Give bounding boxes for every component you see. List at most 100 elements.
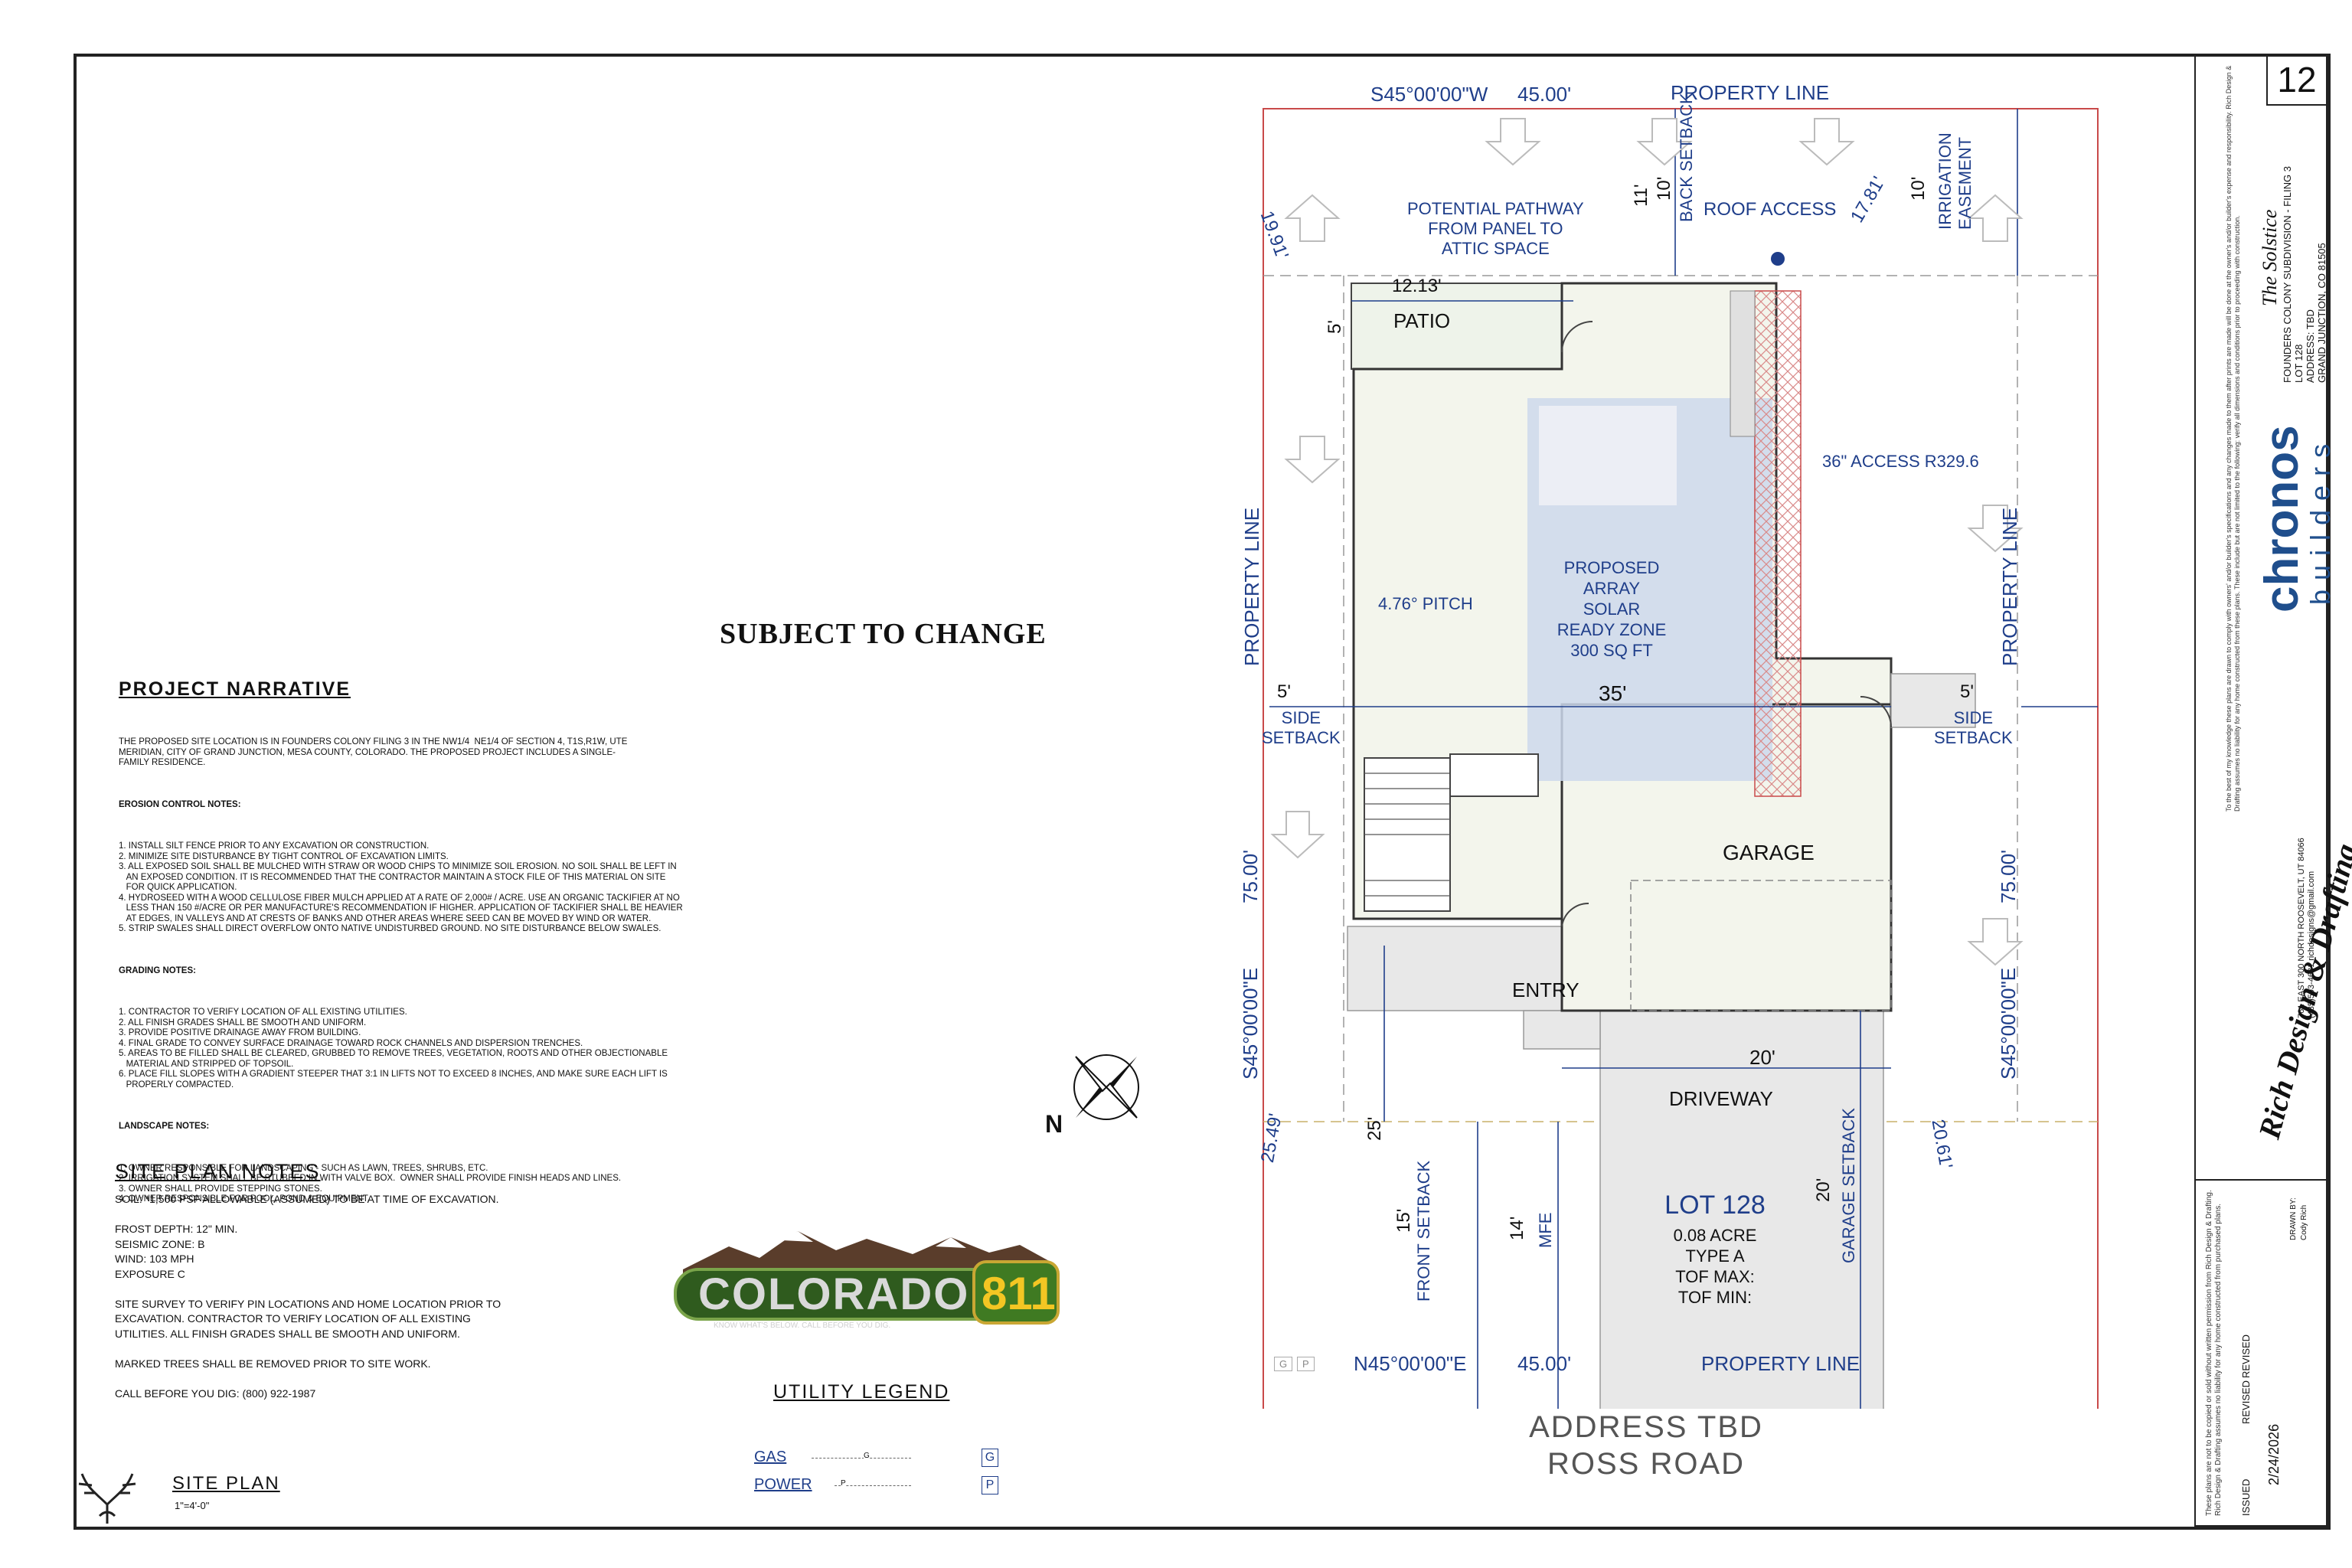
left-length: 75.00' bbox=[1239, 849, 1262, 903]
colorado-811-word: COLORADO bbox=[698, 1269, 969, 1319]
left-property-line: PROPERTY LINE bbox=[1240, 507, 1263, 666]
bottom-property-line: PROPERTY LINE bbox=[1701, 1352, 1860, 1375]
drawn-by-name: Cody Rich bbox=[2300, 1204, 2308, 1240]
site-plan-notes-body: SOIL: *1,500 PSF ALLOWABLE (ASSUMED) TO … bbox=[115, 1193, 501, 1400]
drainage-arrows bbox=[1270, 118, 2024, 966]
utility-legend-title: UTILITY LEGEND bbox=[773, 1381, 950, 1403]
grading-notes: 1. CONTRACTOR TO VERIFY LOCATION OF ALL … bbox=[119, 1008, 668, 1089]
roof-access-marker bbox=[1771, 252, 1785, 266]
lot-detail-1: 0.08 ACRE bbox=[1673, 1226, 1757, 1245]
bottom-length: 45.00' bbox=[1517, 1352, 1572, 1375]
utility-power-label: POWER bbox=[754, 1476, 812, 1493]
entry-label: ENTRY bbox=[1512, 978, 1579, 1001]
attic-access-strip bbox=[1730, 290, 1756, 437]
solar-zone-label: PROPOSED ARRAY SOLAR READY ZONE 300 SQ F… bbox=[1554, 557, 1669, 661]
patio-label: PATIO bbox=[1393, 309, 1451, 332]
revision-grid bbox=[2194, 1179, 2328, 1527]
site-plan-scale: 1"=4'-0" bbox=[175, 1500, 210, 1511]
solar-line-3: SOLAR bbox=[1583, 599, 1641, 619]
dim-11: 11' bbox=[1631, 184, 1651, 207]
roof-pitch-label: 4.76° PITCH bbox=[1378, 594, 1473, 613]
lot-details: 0.08 ACRE TYPE A TOF MAX: TOF MIN: bbox=[1638, 1225, 1792, 1308]
project-narrative-title: PROJECT NARRATIVE bbox=[119, 678, 351, 700]
solar-line-1: PROPOSED bbox=[1563, 558, 1660, 577]
power-symbol-box: P bbox=[982, 1476, 998, 1494]
door-swings bbox=[1561, 321, 1892, 927]
dim-side-left: 5' bbox=[1277, 681, 1291, 702]
top-property-line: PROPERTY LINE bbox=[1671, 81, 1830, 104]
dim-35: 35' bbox=[1599, 681, 1627, 705]
site-plan-drawing bbox=[1263, 108, 2099, 1409]
project-info: FOUNDERS COLONY SUBDIVISION - FILING 3 L… bbox=[2282, 166, 2328, 383]
closet bbox=[1449, 753, 1539, 797]
designer-info: 761 EAST 300 NORTH ROOSEVELT, UT 84066 (… bbox=[2297, 838, 2317, 1018]
roof-access-label: ROOF ACCESS bbox=[1704, 199, 1837, 220]
revised-label-2: REVISED bbox=[2240, 1380, 2252, 1424]
lot-detail-2: TYPE A bbox=[1685, 1246, 1745, 1266]
north-arrow-icon bbox=[1064, 1045, 1148, 1129]
side-setback-left-2: SETBACK bbox=[1262, 728, 1341, 747]
patio-width-dim: 12.13' bbox=[1392, 276, 1442, 296]
designer-line-1: 761 EAST 300 NORTH ROOSEVELT, UT 84066 bbox=[2297, 838, 2306, 1018]
garage-setback-label: GARAGE SETBACK bbox=[1839, 1108, 1858, 1263]
gas-line bbox=[812, 1458, 911, 1459]
north-label: N bbox=[1045, 1110, 1063, 1138]
solar-zone-highlight bbox=[1539, 406, 1677, 505]
pathway-note: POTENTIAL PATHWAY FROM PANEL TO ATTIC SP… bbox=[1407, 199, 1584, 259]
irrigation-line-2: EASEMENT bbox=[1955, 136, 1975, 230]
access-label: 36" ACCESS R329.6 bbox=[1822, 452, 1979, 471]
pin-p: P bbox=[1297, 1357, 1315, 1371]
project-name: The Solstice bbox=[2259, 209, 2281, 306]
elk-logo-icon bbox=[73, 1470, 142, 1531]
gas-line-code: G bbox=[864, 1452, 870, 1460]
colorado-811-tagline: KNOW WHAT'S BELOW. CALL BEFORE YOU DIG. bbox=[714, 1321, 890, 1330]
erosion-notes: 1. INSTALL SILT FENCE PRIOR TO ANY EXCAV… bbox=[119, 841, 683, 933]
colorado-811-logo: COLORADO 811 KNOW WHAT'S BELOW. CALL BEF… bbox=[668, 1216, 1081, 1331]
solar-line-4: READY ZONE bbox=[1557, 620, 1667, 639]
entry-walk bbox=[1347, 926, 1601, 1011]
solar-line-5: 300 SQ FT bbox=[1570, 641, 1653, 660]
driveway-area bbox=[1599, 1010, 1884, 1409]
project-line-3: ADDRESS: TBD bbox=[2305, 309, 2316, 383]
mfe-label: MFE bbox=[1536, 1212, 1555, 1248]
front-setback-label: FRONT SETBACK bbox=[1414, 1160, 1433, 1302]
lot-number: LOT 128 bbox=[1664, 1191, 1766, 1220]
patio-slab bbox=[1351, 283, 1574, 370]
left-bearing: S45°00'00"E bbox=[1239, 967, 1262, 1080]
subject-to-change: SUBJECT TO CHANGE bbox=[720, 618, 1047, 650]
garage-label: GARAGE bbox=[1723, 841, 1815, 864]
site-plan-notes-title: SITE PLAN NOTES bbox=[115, 1160, 321, 1183]
dim-15: 15' bbox=[1393, 1208, 1414, 1233]
project-line-2: LOT 128 bbox=[2293, 344, 2305, 383]
builder-logo: chronos bbox=[2256, 425, 2308, 612]
pathway-line-3: ATTIC SPACE bbox=[1441, 239, 1550, 258]
entry-step bbox=[1523, 1010, 1601, 1050]
side-setback-left: SIDE SETBACK bbox=[1262, 708, 1341, 748]
gas-symbol-box: G bbox=[982, 1449, 998, 1467]
sheet-number: 12 bbox=[2266, 54, 2328, 106]
narrative-intro: THE PROPOSED SITE LOCATION IS IN FOUNDER… bbox=[119, 737, 628, 767]
side-setback-right-1: SIDE bbox=[1953, 708, 1994, 727]
access-path-hatch bbox=[1754, 290, 1802, 797]
utility-gas-label: GAS bbox=[754, 1449, 787, 1465]
side-setback-right-2: SETBACK bbox=[1934, 728, 2013, 747]
disclaimer-text: To the best of my knowledge these plans … bbox=[2225, 65, 2241, 812]
top-length: 45.00' bbox=[1517, 83, 1572, 106]
top-bearing: S45°00'00"W bbox=[1370, 83, 1488, 106]
grading-title: GRADING NOTES: bbox=[119, 965, 196, 975]
dim-20: 20' bbox=[1749, 1046, 1775, 1069]
project-narrative-body: THE PROPOSED SITE LOCATION IS IN FOUNDER… bbox=[119, 717, 731, 1215]
project-line-4: GRAND JUNCTION, CO 81505 bbox=[2316, 243, 2328, 383]
issued-date: 2/24/2026 bbox=[2266, 1423, 2282, 1485]
irrigation-easement-label: IRRIGATION EASEMENT bbox=[1936, 132, 1975, 230]
dim-10b: 10' bbox=[1908, 176, 1929, 201]
address-line-2: ROSS ROAD bbox=[1547, 1447, 1746, 1481]
right-bearing: S45°00'00"E bbox=[1997, 967, 2020, 1080]
back-setback-label: BACK SETBACK bbox=[1677, 93, 1696, 222]
builder-sub: builders bbox=[2305, 434, 2336, 605]
driveway-label: DRIVEWAY bbox=[1669, 1087, 1773, 1110]
copyright-text: These plans are not to be copied or sold… bbox=[2205, 1190, 2223, 1516]
dim-patio-5: 5' bbox=[1325, 320, 1345, 334]
garage-door-line bbox=[1630, 880, 1892, 1011]
designer-line-2: (435)503-4631 richdesigns@gmail.com bbox=[2307, 871, 2316, 1018]
